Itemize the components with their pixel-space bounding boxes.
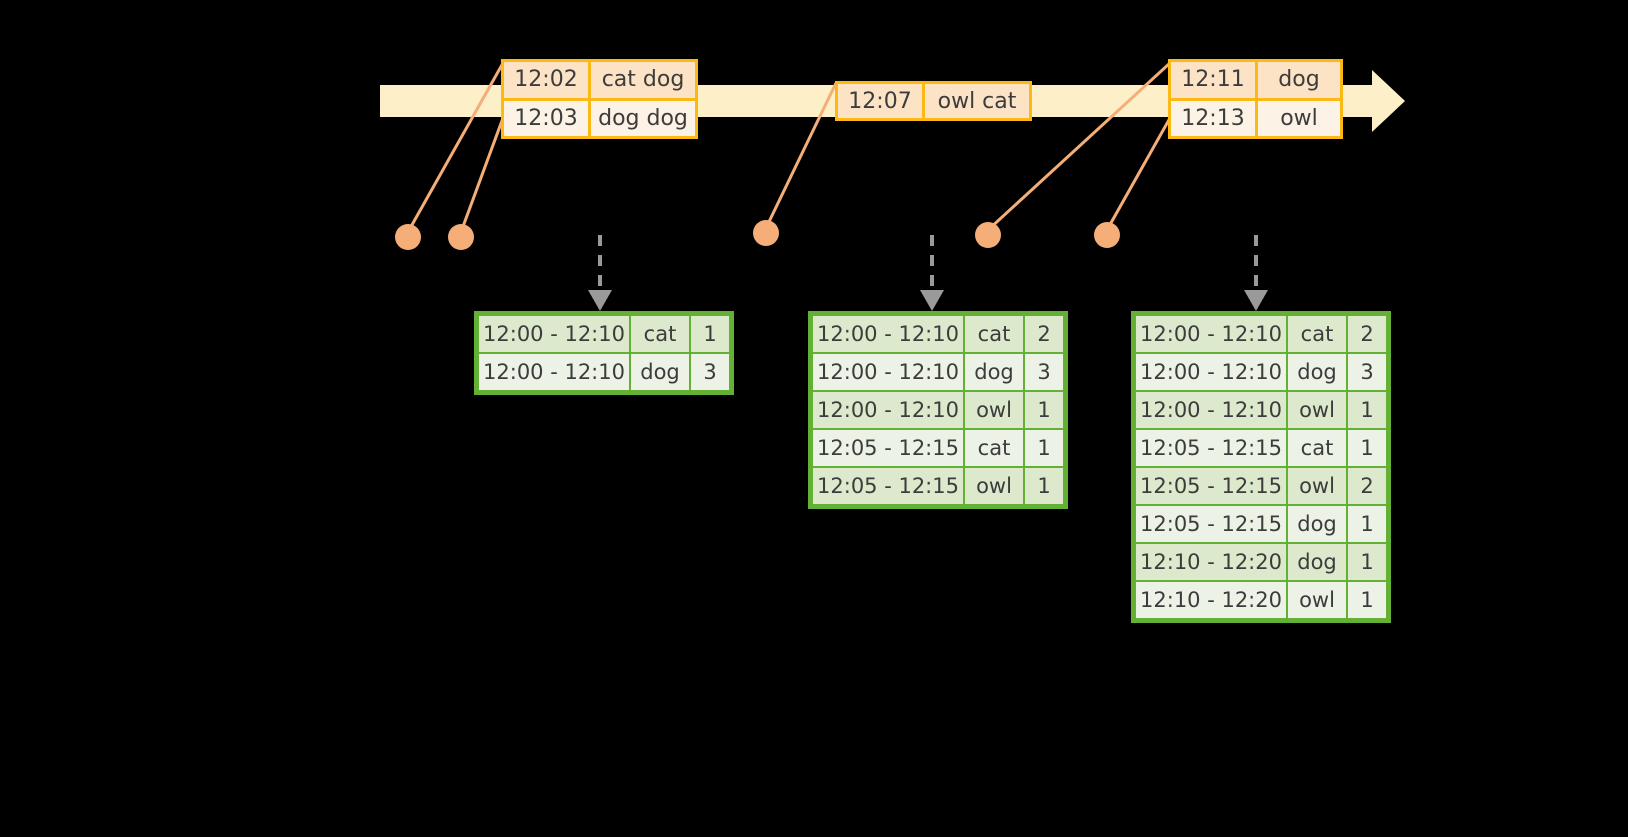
- table-row[interactable]: 12:05 - 12:15 dog 1: [1135, 505, 1387, 543]
- cell-key: cat: [631, 316, 689, 352]
- event-row[interactable]: 12:13 owl: [1171, 97, 1340, 136]
- cell-count: 2: [1025, 316, 1063, 352]
- cell-count: 1: [1348, 544, 1386, 580]
- table-row[interactable]: 12:05 - 12:15 owl 1: [812, 467, 1064, 505]
- event-group-1[interactable]: 12:02 cat dog 12:03 dog dog: [501, 59, 698, 139]
- cell-count: 1: [1348, 430, 1386, 466]
- cell-count: 1: [1025, 392, 1063, 428]
- cell-count: 1: [1348, 582, 1386, 618]
- table-row[interactable]: 12:00 - 12:10 cat 2: [1135, 315, 1387, 353]
- event-row[interactable]: 12:02 cat dog: [504, 62, 695, 98]
- cell-count: 1: [1025, 468, 1063, 504]
- table-row[interactable]: 12:05 - 12:15 cat 1: [812, 429, 1064, 467]
- cell-window: 12:00 - 12:10: [1136, 392, 1286, 428]
- cell-window: 12:00 - 12:10: [479, 354, 629, 390]
- event-row[interactable]: 12:03 dog dog: [504, 97, 695, 136]
- cell-window: 12:10 - 12:20: [1136, 544, 1286, 580]
- cell-window: 12:00 - 12:10: [1136, 354, 1286, 390]
- cell-window: 12:00 - 12:10: [813, 354, 963, 390]
- cell-count: 1: [1348, 506, 1386, 542]
- result-table-2[interactable]: 12:00 - 12:10 cat 2 12:00 - 12:10 dog 3 …: [808, 311, 1068, 509]
- table-row[interactable]: 12:00 - 12:10 dog 3: [812, 353, 1064, 391]
- table-feed-arrowheads: [588, 290, 1268, 311]
- cell-window: 12:10 - 12:20: [1136, 582, 1286, 618]
- dot-1: [395, 224, 421, 250]
- event-row[interactable]: 12:07 owl cat: [838, 84, 1029, 118]
- dot-4: [975, 222, 1001, 248]
- dot-3: [753, 220, 779, 246]
- cell-count: 3: [1348, 354, 1386, 390]
- table-row[interactable]: 12:00 - 12:10 owl 1: [1135, 391, 1387, 429]
- event-group-3[interactable]: 12:11 dog 12:13 owl: [1168, 59, 1343, 139]
- cell-window: 12:00 - 12:10: [813, 316, 963, 352]
- cell-window: 12:05 - 12:15: [1136, 430, 1286, 466]
- cell-window: 12:00 - 12:10: [1136, 316, 1286, 352]
- event-group-2[interactable]: 12:07 owl cat: [835, 81, 1032, 121]
- event-words: dog: [1255, 62, 1340, 98]
- cell-key: cat: [965, 316, 1023, 352]
- event-time: 12:07: [848, 88, 912, 114]
- cell-window: 12:00 - 12:10: [813, 392, 963, 428]
- table-row[interactable]: 12:10 - 12:20 owl 1: [1135, 581, 1387, 619]
- event-words: owl cat: [922, 84, 1029, 118]
- event-time: 12:02: [514, 67, 578, 93]
- cell-key: cat: [1288, 430, 1346, 466]
- cell-window: 12:05 - 12:15: [1136, 506, 1286, 542]
- dot-2: [448, 224, 474, 250]
- timeline-arrowhead: [1372, 70, 1405, 132]
- table-row[interactable]: 12:05 - 12:15 owl 2: [1135, 467, 1387, 505]
- cell-key: cat: [965, 430, 1023, 466]
- cell-count: 3: [1025, 354, 1063, 390]
- cell-key: dog: [631, 354, 689, 390]
- cell-count: 1: [1025, 430, 1063, 466]
- dot-5: [1094, 222, 1120, 248]
- cell-key: owl: [965, 392, 1023, 428]
- cell-count: 2: [1348, 316, 1386, 352]
- cell-key: dog: [965, 354, 1023, 390]
- cell-count: 1: [1348, 392, 1386, 428]
- event-words: owl: [1255, 100, 1340, 136]
- table-row[interactable]: 12:00 - 12:10 cat 2: [812, 315, 1064, 353]
- cell-count: 3: [691, 354, 729, 390]
- table-row[interactable]: 12:05 - 12:15 cat 1: [1135, 429, 1387, 467]
- cell-count: 1: [691, 316, 729, 352]
- cell-key: owl: [1288, 392, 1346, 428]
- event-words: cat dog: [588, 62, 695, 98]
- result-table-1[interactable]: 12:00 - 12:10 cat 1 12:00 - 12:10 dog 3: [474, 311, 734, 395]
- cell-key: dog: [1288, 354, 1346, 390]
- cell-window: 12:05 - 12:15: [1136, 468, 1286, 504]
- cell-count: 2: [1348, 468, 1386, 504]
- table-row[interactable]: 12:00 - 12:10 dog 3: [478, 353, 730, 391]
- table-row[interactable]: 12:00 - 12:10 dog 3: [1135, 353, 1387, 391]
- cell-window: 12:05 - 12:15: [813, 468, 963, 504]
- cell-key: dog: [1288, 544, 1346, 580]
- table-row[interactable]: 12:00 - 12:10 cat 1: [478, 315, 730, 353]
- event-time: 12:03: [514, 105, 578, 131]
- event-row[interactable]: 12:11 dog: [1171, 62, 1340, 98]
- cell-key: owl: [1288, 582, 1346, 618]
- table-row[interactable]: 12:10 - 12:20 dog 1: [1135, 543, 1387, 581]
- cell-key: dog: [1288, 506, 1346, 542]
- table-feed-arrows: [598, 235, 1258, 292]
- event-time: 12:11: [1181, 67, 1245, 93]
- table-row[interactable]: 12:00 - 12:10 owl 1: [812, 391, 1064, 429]
- cell-window: 12:00 - 12:10: [479, 316, 629, 352]
- event-time: 12:13: [1181, 105, 1245, 131]
- event-words: dog dog: [588, 100, 695, 136]
- result-table-3[interactable]: 12:00 - 12:10 cat 2 12:00 - 12:10 dog 3 …: [1131, 311, 1391, 623]
- cell-window: 12:05 - 12:15: [813, 430, 963, 466]
- cell-key: owl: [965, 468, 1023, 504]
- cell-key: owl: [1288, 468, 1346, 504]
- cell-key: cat: [1288, 316, 1346, 352]
